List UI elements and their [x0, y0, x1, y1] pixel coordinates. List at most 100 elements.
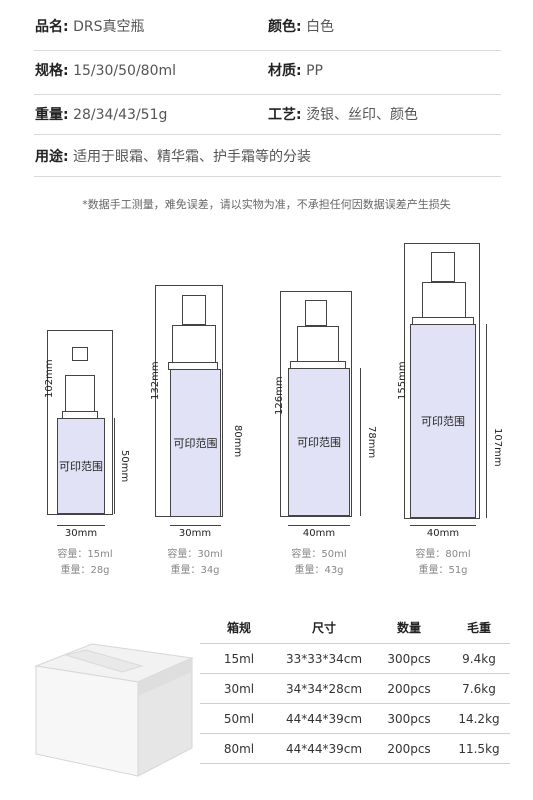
- width-line: [410, 525, 476, 526]
- spec-row-name-color: 品名: DRS真空瓶 颜色: 白色: [0, 10, 533, 46]
- print-height-label: 50mm: [119, 450, 130, 483]
- carton-box-image: [34, 643, 194, 777]
- print-area-label: 可印范围: [173, 437, 218, 450]
- spec-color-value: 白色: [306, 19, 335, 35]
- column-header: 数量: [396, 621, 421, 635]
- table-cell: 50ml: [200, 703, 278, 734]
- spec-color-label: 颜色:: [268, 19, 302, 35]
- table-cell: 11.5kg: [448, 733, 510, 764]
- capacity: 容量：15ml: [57, 549, 113, 560]
- table-cell: 44*44*39cm: [278, 733, 370, 764]
- pump-nozzle: [182, 295, 206, 325]
- total-height-label: 102mm: [44, 359, 55, 398]
- spec-weight-label: 重量:: [35, 107, 69, 123]
- pump-nozzle: [305, 300, 327, 326]
- table-cell: 200pcs: [370, 673, 448, 704]
- spec-size: 规格: 15/30/50/80ml: [35, 62, 176, 80]
- disclaimer-note: *数据手工测量，难免误差，请以实物为准，不承担任何因数据误差产生损失: [82, 198, 451, 211]
- column-header: 毛重: [466, 621, 491, 635]
- pump-nozzle: [72, 347, 88, 361]
- width-label: 30mm: [64, 528, 98, 539]
- table-cell: 14.2kg: [448, 703, 510, 734]
- table-cell: 34*34*28cm: [278, 673, 370, 704]
- spec-material-label: 材质:: [268, 63, 302, 79]
- capacity: 容量：30ml: [167, 549, 223, 560]
- spec-row-weight-process: 重量: 28/34/43/51g 工艺: 烫银、丝印、颜色: [0, 98, 533, 134]
- width-label: 30mm: [178, 528, 212, 539]
- print-area-label: 可印范围: [59, 460, 103, 473]
- print-height-line: [360, 368, 361, 516]
- table-cell: 30ml: [200, 673, 278, 704]
- print-height-line: [114, 418, 115, 514]
- print-height-line: [486, 324, 487, 518]
- spec-material: 材质: PP: [268, 62, 323, 80]
- pump-body: [297, 326, 339, 362]
- pump-nozzle: [431, 252, 455, 282]
- table-row: 30ml 34*34*28cm 200pcs 7.6kg: [200, 673, 510, 704]
- print-height-label: 107mm: [492, 428, 503, 467]
- spec-usage: 用途: 适用于眼霜、精华霜、护手霜等的分装: [35, 148, 311, 166]
- pump-body: [65, 375, 95, 412]
- divider: [34, 134, 501, 135]
- spec-material-value: PP: [306, 63, 323, 79]
- spec-usage-label: 用途:: [35, 149, 69, 165]
- width-label: 40mm: [426, 528, 460, 539]
- weight: 重量：43g: [294, 565, 344, 576]
- table-header-row: 箱规 尺寸 数量 毛重: [200, 612, 510, 644]
- print-height-label: 78mm: [366, 426, 377, 459]
- spec-row-usage: 用途: 适用于眼霜、精华霜、护手霜等的分装: [0, 138, 533, 174]
- print-area-label: 可印范围: [421, 415, 465, 428]
- table-cell: 300pcs: [370, 703, 448, 734]
- width-label: 40mm: [302, 528, 336, 539]
- spec-row-size-material: 规格: 15/30/50/80ml 材质: PP: [0, 54, 533, 90]
- divider: [34, 50, 501, 51]
- divider: [34, 176, 501, 177]
- print-area: 可印范围: [288, 368, 350, 516]
- table-cell: 44*44*39cm: [278, 703, 370, 734]
- column-header: 箱规: [226, 621, 251, 635]
- total-height-line: [155, 285, 156, 517]
- total-height-label: 126mm: [274, 376, 285, 415]
- divider: [34, 94, 501, 95]
- table-row: 15ml 33*33*34cm 300pcs 9.4kg: [200, 643, 510, 674]
- spec-process-value: 烫银、丝印、颜色: [306, 107, 419, 123]
- table-cell: 33*33*34cm: [278, 643, 370, 674]
- table-cell: 7.6kg: [448, 673, 510, 704]
- table-cell: 300pcs: [370, 643, 448, 674]
- capacity: 容量：50ml: [291, 549, 347, 560]
- print-area: 可印范围: [170, 369, 221, 517]
- table-cell: 15ml: [200, 643, 278, 674]
- total-height-label: 132mm: [150, 361, 161, 400]
- bottle-info: 容量：80ml 重量：51g: [398, 547, 488, 579]
- spec-name-label: 品名:: [35, 19, 69, 35]
- table-cell: 80ml: [200, 733, 278, 764]
- packing-table: 箱规 尺寸 数量 毛重 15ml 33*33*34cm 300pcs 9.4kg…: [200, 612, 510, 764]
- print-height-line: [222, 369, 223, 517]
- print-area-label: 可印范围: [297, 436, 341, 449]
- table-cell: 9.4kg: [448, 643, 510, 674]
- pump-body: [422, 282, 466, 318]
- total-height-line: [280, 291, 281, 517]
- table-row: 50ml 44*44*39cm 300pcs 14.2kg: [200, 703, 510, 734]
- spec-process-label: 工艺:: [268, 107, 302, 123]
- spec-weight: 重量: 28/34/43/51g: [35, 106, 167, 124]
- spec-process: 工艺: 烫银、丝印、颜色: [268, 106, 418, 124]
- width-line: [170, 525, 221, 526]
- table-row: 80ml 44*44*39cm 200pcs 11.5kg: [200, 733, 510, 764]
- spec-weight-value: 28/34/43/51g: [73, 107, 168, 123]
- print-height-label: 80mm: [232, 425, 243, 458]
- weight: 重量：51g: [418, 565, 468, 576]
- print-area: 可印范围: [57, 418, 105, 514]
- pump-body: [172, 325, 216, 363]
- width-line: [288, 525, 350, 526]
- weight: 重量：28g: [60, 565, 110, 576]
- spec-usage-value: 适用于眼霜、精华霜、护手霜等的分装: [73, 149, 312, 165]
- bottle-info: 容量：15ml 重量：28g: [40, 547, 130, 579]
- capacity: 容量：80ml: [415, 549, 471, 560]
- total-height-line: [404, 243, 405, 519]
- width-line: [57, 525, 105, 526]
- total-height-label: 155mm: [397, 361, 408, 400]
- table-cell: 200pcs: [370, 733, 448, 764]
- spec-name-value: DRS真空瓶: [73, 19, 145, 35]
- spec-name: 品名: DRS真空瓶: [35, 18, 144, 36]
